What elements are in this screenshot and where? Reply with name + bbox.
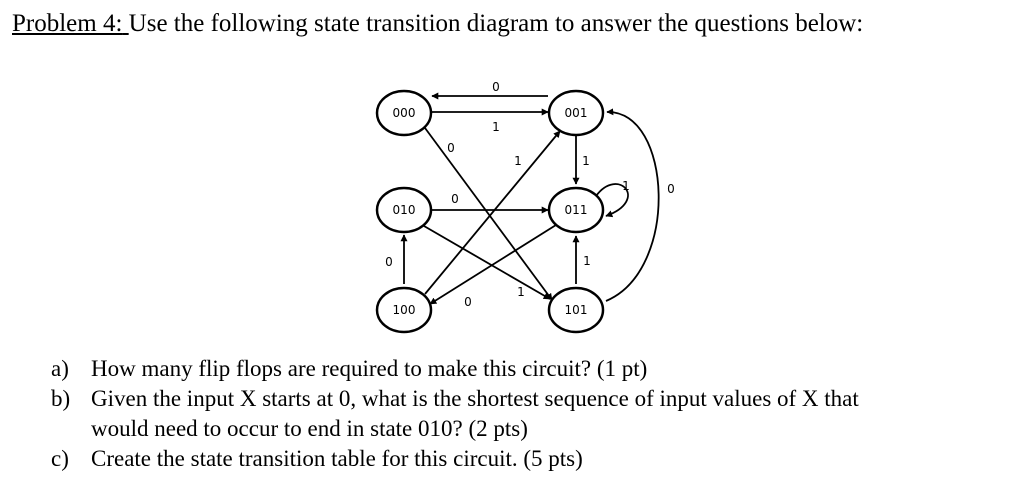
edge-label-001-011: 1	[582, 154, 590, 168]
question-a-marker: a)	[51, 356, 69, 381]
edge-label-010-011: 0	[451, 192, 459, 206]
edge-100-001	[424, 130, 561, 295]
problem-instruction: Use the following state transition diagr…	[128, 10, 864, 37]
state-010-label: 010	[393, 203, 416, 217]
edge-000-101	[424, 127, 553, 301]
problem-label: Problem 4:	[12, 10, 123, 37]
state-001: 001	[547, 89, 605, 137]
state-101: 101	[547, 286, 605, 334]
edge-label-101-011: 1	[583, 254, 591, 268]
question-c-text: Create the state transition table for th…	[91, 446, 583, 471]
question-b-text-line1: Given the input X starts at 0, what is t…	[91, 386, 859, 411]
transition-edges	[400, 92, 660, 305]
edge-label-000-001: 1	[492, 120, 500, 134]
state-nodes: 000 001 010 011 100 101	[375, 89, 605, 334]
edge-label-101-001: 0	[667, 182, 675, 196]
edge-101-001	[605, 108, 660, 302]
edge-label-000-101: 0	[447, 141, 455, 155]
question-b-marker: b)	[51, 386, 71, 411]
edge-011-100	[429, 224, 557, 305]
problem-heading: Problem 4: Use the following state trans…	[12, 10, 863, 38]
state-011-label: 011	[565, 203, 588, 217]
edge-010-101	[423, 225, 551, 300]
state-100: 100	[375, 286, 433, 334]
state-000: 000	[375, 89, 433, 137]
state-010: 010	[375, 186, 433, 234]
question-a-text: How many flip flops are required to make…	[91, 356, 648, 381]
edge-011-011	[595, 183, 629, 218]
state-000-label: 000	[393, 106, 416, 120]
edge-label-011-011: 1	[622, 179, 630, 193]
question-b-text-line2: would need to occur to end in state 010?…	[91, 416, 528, 441]
state-001-label: 001	[565, 106, 588, 120]
edge-label-100-001: 1	[514, 154, 522, 168]
state-101-label: 101	[565, 303, 588, 317]
edge-label-010-101: 1	[517, 285, 525, 299]
edge-label-011-100: 0	[464, 295, 472, 309]
question-c-marker: c)	[51, 446, 69, 471]
edge-label-001-000: 0	[492, 80, 500, 94]
state-100-label: 100	[393, 303, 416, 317]
edge-label-100-010: 0	[385, 255, 393, 269]
state-011: 011	[547, 186, 605, 234]
transition-labels: 0 1 0 1 1 0 1 0 0 0 1 1	[385, 80, 675, 309]
